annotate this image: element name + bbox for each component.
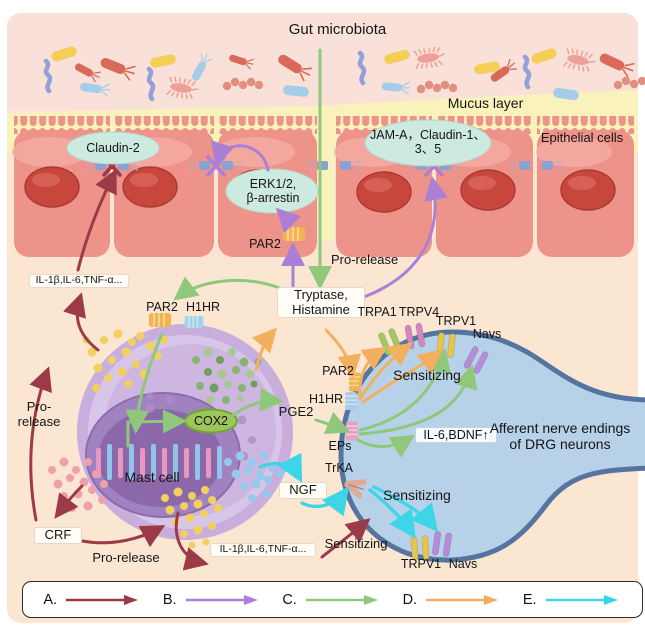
il6-bdnf-box: IL-6,BDNF↑	[415, 427, 497, 443]
pro-release-mid-label: Pro-release	[331, 252, 399, 267]
pathway-arrows	[29, 48, 478, 571]
legend-item-b: B.	[163, 592, 262, 608]
afferent-nerve-label: Afferent nerve endings of DRG neurons	[489, 420, 631, 452]
label-ovals	[66, 119, 492, 214]
arrow-legend: A. B. C. D.	[22, 581, 643, 618]
sensitizing-bottom-label: Sensitizing	[383, 487, 451, 503]
trpv1-top-label: TRPV1	[435, 314, 477, 328]
mast-cell	[48, 312, 293, 549]
claudin2-oval	[66, 131, 160, 165]
jam-oval	[364, 119, 492, 167]
trka-receptor-nerve	[344, 479, 367, 499]
legend-label-c: C.	[282, 591, 297, 608]
cytokines-top-box: IL-1β,IL-6,TNF-α...	[29, 274, 129, 288]
legend-arrow-c-icon	[305, 594, 378, 605]
pathway-c-arrows	[125, 48, 478, 458]
pathway-b-arrows	[211, 140, 449, 299]
legend-arrow-b-icon	[185, 594, 258, 605]
crf-box: CRF	[34, 527, 82, 544]
epithelial-cell	[12, 116, 110, 257]
navs-bottom-label: Navs	[448, 557, 478, 571]
eps-nerve-label: EPs	[328, 439, 352, 453]
legend-arrow-a-icon	[66, 594, 139, 605]
trka-nerve-label: TrKA	[324, 461, 353, 475]
h1hr-receptor-mast	[183, 315, 205, 329]
pathway-e-arrows	[258, 452, 439, 539]
trpa1-label: TRPA1	[357, 305, 397, 319]
legend-label-a: A.	[43, 591, 58, 608]
legend-label-b: B.	[162, 591, 177, 608]
cox2-label: COX2	[193, 414, 229, 428]
mucus-layer-label: Mucus layer	[447, 95, 524, 111]
pro-release-left-label: Pro- release	[17, 399, 61, 429]
gut-microbiota-title: Gut microbiota	[288, 21, 387, 38]
trpv1-bottom-label: TRPV1	[400, 557, 442, 571]
pge2-label: PGE2	[278, 404, 314, 419]
h1hr-receptor-nerve	[344, 391, 358, 411]
legend-item-a: A.	[43, 592, 142, 608]
legend-item-e: E.	[523, 592, 622, 608]
epithelial-cell	[112, 116, 214, 257]
par2-receptor-mast	[148, 312, 172, 328]
legend-arrow-d-icon	[426, 594, 499, 605]
sensitizing-red-label: Sensitizing	[324, 536, 388, 551]
par2-receptor-epithelium	[282, 226, 306, 242]
par2-mast-label: PAR2	[146, 300, 178, 314]
claudin2-label: Claudin-2	[86, 141, 140, 155]
par2-epithelium-label: PAR2	[249, 237, 281, 251]
granule-cluster-green	[192, 347, 262, 404]
jam-claudin-label: JAM-A，Claudin-1、 3、5	[369, 128, 486, 156]
tryptase-histamine-box: Tryptase, Histamine	[277, 287, 365, 319]
eps-receptor-nerve	[345, 420, 359, 442]
epithelial-cells-label: Epithelial cells	[540, 130, 624, 145]
navs-top-label: Navs	[472, 327, 502, 341]
h1hr-mast-label: H1HR	[185, 300, 221, 314]
par2-nerve-label: PAR2	[322, 364, 354, 378]
erk-barrestin-label: ERK1/2, β-arrestin	[246, 177, 300, 205]
legend-item-d: D.	[403, 592, 503, 608]
granule-cluster-yellow-top	[82, 329, 168, 392]
pathway-d-arrows	[252, 327, 443, 404]
sensitizing-top-label: Sensitizing	[393, 367, 461, 383]
mast-cell-label: Mast cell	[124, 469, 180, 485]
legend-label-e: E.	[522, 591, 537, 608]
h1hr-nerve-label: H1HR	[308, 392, 344, 406]
legend-label-d: D.	[402, 591, 418, 608]
pro-release-bottom-label: Pro-release	[92, 550, 160, 565]
trpv4-label: TRPV4	[398, 305, 440, 319]
erk-oval	[225, 168, 319, 214]
pathway-a-arrows	[29, 168, 371, 571]
ngf-box: NGF	[279, 482, 327, 499]
legend-item-c: C.	[282, 592, 382, 608]
legend-arrow-e-icon	[545, 594, 618, 605]
granule-cluster-yellow-bottom	[161, 486, 222, 549]
cytokines-bottom-box: IL-1β,IL-6,TNF-α...	[210, 543, 316, 557]
